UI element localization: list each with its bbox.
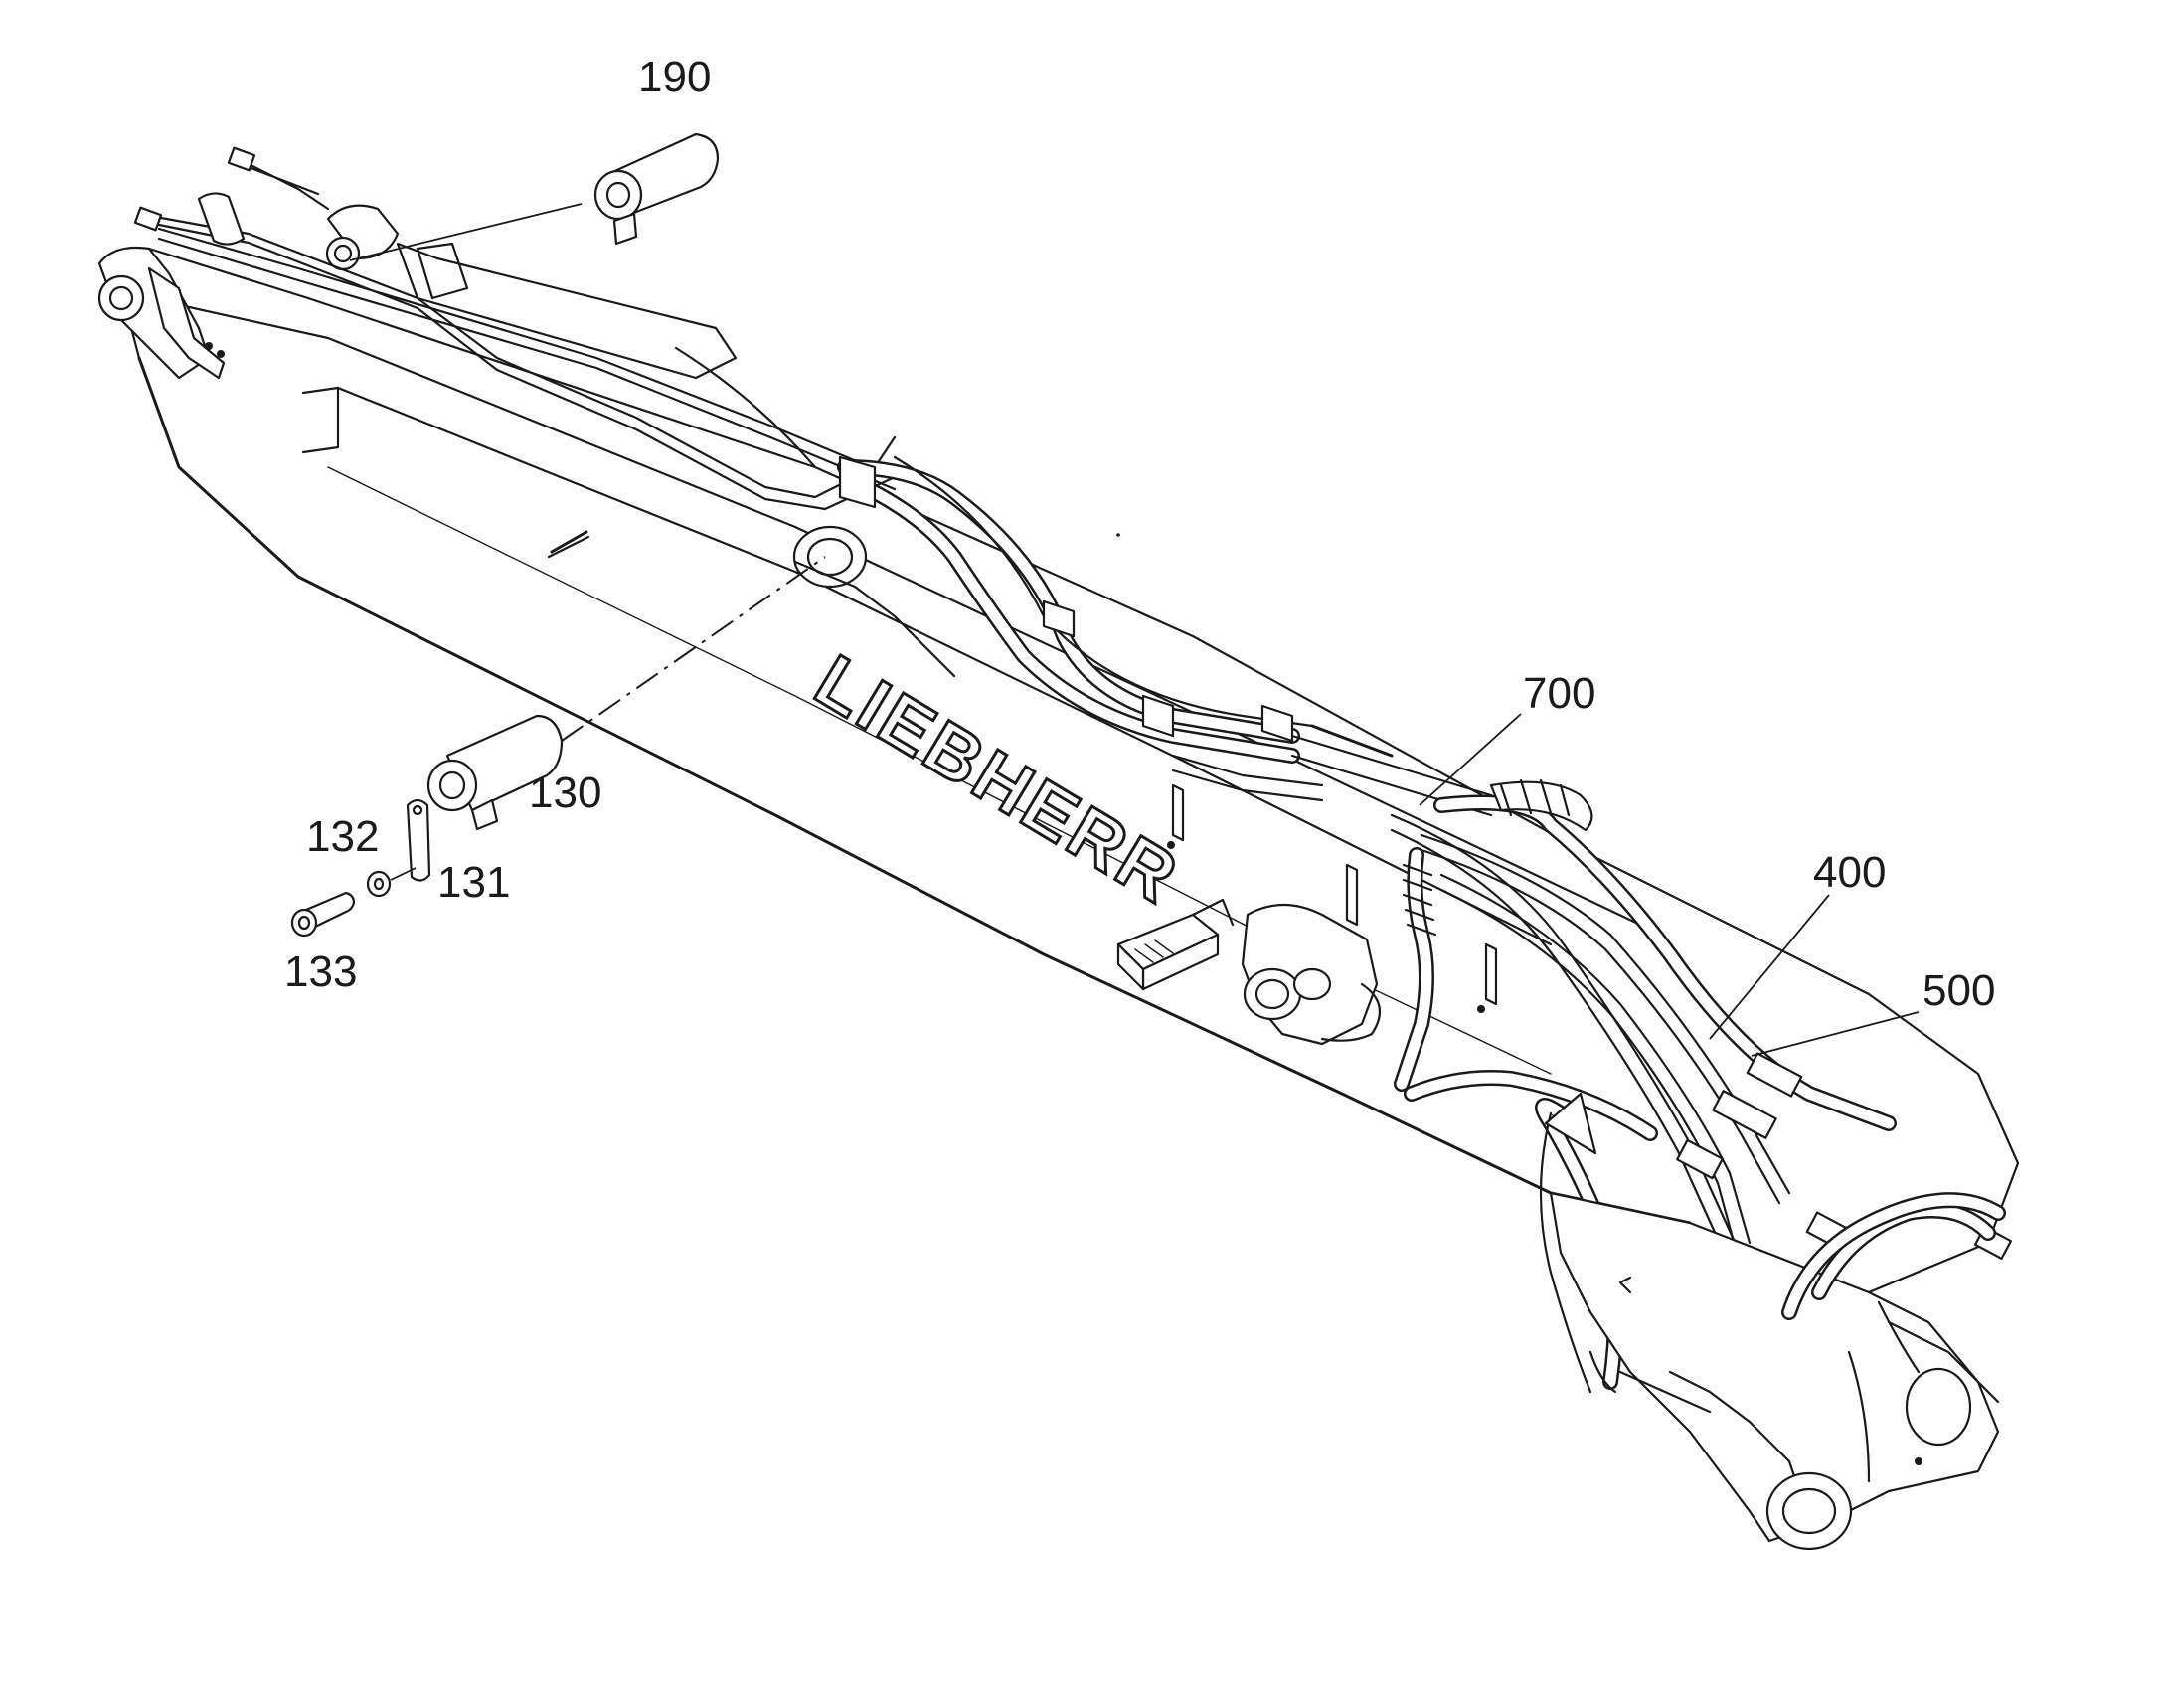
callout-190: 190 (638, 53, 711, 101)
leader-190 (349, 203, 583, 261)
plate-132 (406, 798, 431, 882)
hose-clamps (1676, 1052, 2013, 1483)
callout-400: 400 (1813, 848, 1886, 897)
callout-700: 700 (1523, 669, 1595, 718)
leader-700 (1419, 713, 1522, 806)
pin-130 (426, 714, 564, 831)
stray-dot (1116, 533, 1120, 537)
centerline-130 (561, 556, 826, 742)
callout-500: 500 (1922, 966, 1995, 1015)
hose-bundle-upper (416, 296, 1493, 817)
pin-190 (593, 132, 720, 246)
callout-132: 132 (306, 812, 379, 861)
boom-foot (1544, 1092, 2000, 1551)
callout-133: 133 (284, 947, 357, 996)
mid-components (1116, 783, 1498, 1046)
leader-400 (1709, 894, 1830, 1040)
washer-131 (366, 870, 392, 898)
callout-130: 130 (529, 769, 601, 817)
callout-131: 131 (437, 858, 510, 907)
arm-cylinder (133, 146, 897, 491)
bolt-133 (290, 891, 356, 938)
leader-500 (1751, 1011, 1920, 1057)
leader-131 (390, 867, 417, 881)
